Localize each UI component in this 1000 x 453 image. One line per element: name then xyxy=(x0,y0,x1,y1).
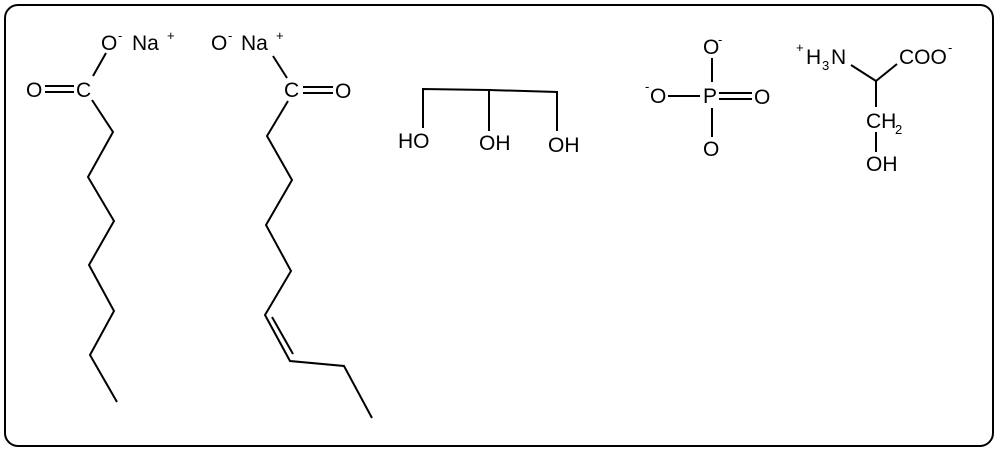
carboxylate: COO xyxy=(899,46,947,69)
c-o-bond xyxy=(92,52,107,77)
methylene-subscript: 2 xyxy=(895,122,902,137)
c-o-bond xyxy=(272,55,288,79)
anion-oxygen: O xyxy=(211,32,227,55)
hydroxyl-left: HO xyxy=(398,130,430,153)
sodium-counterion: Na xyxy=(132,32,159,55)
molecule-sodium-carboxylate-unsaturated: O - Na + C O xyxy=(211,28,373,419)
carboxylate-charge: - xyxy=(948,40,952,55)
oxygen-left-charge: - xyxy=(645,79,649,94)
figure-frame xyxy=(4,4,994,447)
phosphorus: P xyxy=(703,85,717,108)
c-cooh-bond xyxy=(875,63,898,82)
sodium-counterion: Na xyxy=(241,32,268,55)
molecule-sodium-carboxylate-saturated: O C O - Na + xyxy=(26,28,175,403)
anion-charge: - xyxy=(118,28,122,43)
oxygen-top-charge: - xyxy=(718,32,722,47)
n-c-bond xyxy=(850,64,877,82)
methylene-carbon: CH xyxy=(866,110,896,133)
hydroxyl-middle: OH xyxy=(479,132,511,155)
amine-nitrogen: N xyxy=(831,46,846,69)
carbonyl-oxygen: O xyxy=(26,79,42,102)
oxygen-left: O xyxy=(650,85,666,108)
cis-double-bond-inner xyxy=(271,316,294,355)
oxygen-top: O xyxy=(703,36,719,59)
carbonyl-oxygen: O xyxy=(335,80,351,103)
sodium-charge: + xyxy=(167,28,175,43)
carboxyl-carbon: C xyxy=(284,79,299,102)
molecule-serine: + H 3 N COO - CH 2 OH xyxy=(796,40,952,176)
hydroxyl-right: OH xyxy=(548,134,580,157)
molecule-glycerol: HO OH OH xyxy=(398,87,580,157)
anion-charge: - xyxy=(228,28,232,43)
sodium-charge: + xyxy=(276,28,284,43)
alkyl-chain xyxy=(86,99,118,403)
oxygen-right: O xyxy=(754,86,770,109)
hydroxyl: OH xyxy=(866,153,898,176)
amine-hydrogen: H xyxy=(806,46,821,69)
amine-charge: + xyxy=(796,40,804,55)
carboxyl-carbon: C xyxy=(76,79,91,102)
anion-oxygen: O xyxy=(101,32,117,55)
alkenyl-chain xyxy=(263,100,373,419)
amine-subscript: 3 xyxy=(822,58,829,73)
molecule-phosphate: O - - O P O O xyxy=(645,32,770,161)
oxygen-bottom: O xyxy=(703,138,719,161)
